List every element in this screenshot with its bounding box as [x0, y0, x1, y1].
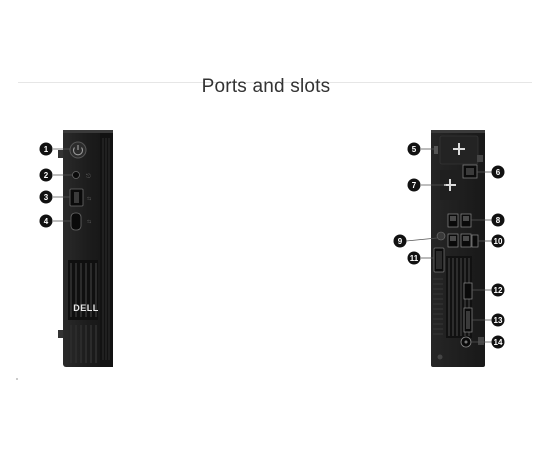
video-port-inner — [436, 251, 442, 269]
svg-text:3: 3 — [44, 193, 49, 202]
rear-callout-8: 8 — [491, 213, 505, 227]
rear-side-notch-top — [477, 155, 483, 162]
front-view: ⎋ ⇆ ⇆ DELL — [39, 130, 113, 367]
rear-foot-screw — [437, 354, 443, 360]
front-leader-lines — [53, 148, 72, 222]
rear-antenna-screw[interactable] — [436, 231, 446, 241]
front-side-notch — [58, 150, 63, 158]
svg-text:1: 1 — [44, 145, 49, 154]
svg-text:10: 10 — [494, 237, 503, 246]
rear-callout-7: 7 — [407, 178, 421, 192]
front-callout-4: 4 — [39, 214, 53, 228]
front-callout-3: 3 — [39, 190, 53, 204]
rear-callout-6: 6 — [491, 165, 505, 179]
rear-callout-11: 11 — [407, 251, 421, 265]
svg-text:11: 11 — [410, 254, 419, 263]
rear-chassis-top — [431, 130, 485, 133]
front-chassis-top — [63, 130, 113, 133]
front-side-slats — [102, 138, 110, 360]
svg-text:13: 13 — [494, 316, 503, 325]
section-divider — [18, 82, 532, 83]
svg-text:5: 5 — [412, 145, 417, 154]
svg-text:7: 7 — [412, 181, 417, 190]
ethernet-port-inner — [466, 168, 474, 175]
usb-a-port-group-lower[interactable] — [447, 233, 472, 248]
headset-glyph: ⎋ — [86, 173, 91, 180]
svg-text:9: 9 — [398, 237, 403, 246]
rear-callout-14: 14 — [491, 335, 505, 349]
page-title: Ports and slots — [201, 76, 331, 97]
usb-glyph: ⇆ — [87, 196, 91, 202]
decorative-dot — [16, 378, 18, 380]
power-symbol-arc — [72, 147, 84, 156]
rear-callout-10: 10 — [491, 234, 505, 248]
rear-leader-lines — [405, 148, 492, 343]
usb-a-port-group-upper[interactable] — [447, 213, 472, 228]
power-connector-pin — [464, 340, 468, 344]
usb-c-port-icon[interactable] — [70, 212, 82, 231]
rear-callout-13: 13 — [491, 313, 505, 327]
antenna-connector-icon[interactable] — [434, 146, 438, 154]
usb-a-tongue — [74, 192, 79, 203]
rear-side-notch-bottom — [478, 337, 484, 345]
rear-view: 5 6 7 8 9 10 1 — [393, 130, 505, 367]
front-callout-1: 1 — [39, 142, 53, 156]
rear-callout-9: 9 — [393, 234, 407, 248]
front-side-notch-lower — [58, 330, 63, 338]
svg-text:14: 14 — [494, 338, 503, 347]
displayport-icon[interactable] — [471, 234, 479, 248]
dell-logo: DELL — [73, 303, 99, 313]
svg-text:2: 2 — [44, 171, 49, 180]
front-vent-grille — [68, 260, 98, 320]
usbc-glyph: ⇆ — [87, 219, 91, 225]
rear-callout-5: 5 — [407, 142, 421, 156]
headset-jack-icon[interactable] — [72, 171, 80, 179]
svg-text:12: 12 — [494, 286, 503, 295]
usb-a-port-rear-lower-inner — [466, 311, 470, 329]
front-lower-vents — [70, 325, 97, 363]
hdmi-port-icon[interactable] — [463, 282, 473, 300]
svg-text:6: 6 — [496, 168, 501, 177]
svg-text:4: 4 — [44, 217, 49, 226]
svg-text:8: 8 — [496, 216, 501, 225]
plus-icon-top — [453, 143, 465, 155]
front-callout-2: 2 — [39, 168, 53, 182]
rear-callout-12: 12 — [491, 283, 505, 297]
